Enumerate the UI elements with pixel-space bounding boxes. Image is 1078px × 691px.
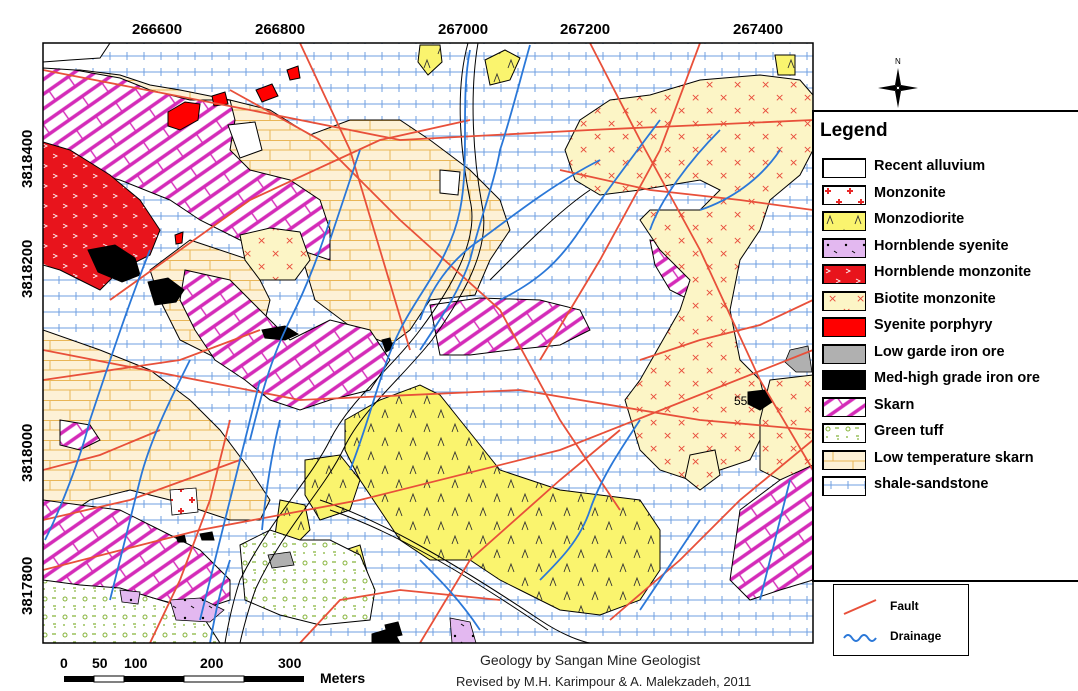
y-tick-label: 3818200: [19, 240, 36, 298]
y-tick-label: 3817800: [19, 557, 36, 615]
legend-swatch: [822, 423, 866, 443]
fault-line-icon: [843, 599, 877, 615]
legend-item: Recent alluvium: [822, 156, 1078, 180]
scale-tick-label: 300: [278, 655, 302, 671]
recent-alluvium-area: [43, 43, 461, 196]
skarn-area: [59, 419, 101, 451]
legend-item: Hornblende syenite: [822, 236, 1078, 260]
scale-tick-label: 200: [200, 655, 224, 671]
credit-line-2: Revised by M.H. Karimpour & A. Malekzade…: [456, 674, 752, 689]
legend-item: Hornblende monzonite: [822, 262, 1078, 286]
x-tick-label: 266800: [255, 21, 305, 38]
y-tick-label: 3818400: [19, 130, 36, 188]
legend-swatch: [822, 264, 866, 284]
legend-label: Med-high grade iron ore: [874, 370, 1040, 386]
legend-label: Recent alluvium: [874, 158, 986, 174]
legend-item: Med-high grade iron ore: [822, 368, 1078, 392]
legend-item-fault: Fault: [842, 597, 968, 619]
x-tick-label: 267400: [733, 21, 783, 38]
legend-label: Monzonite: [874, 184, 946, 201]
biotite-monzonite-area: [239, 227, 311, 281]
legend-swatch: [822, 184, 866, 205]
legend-label: Skarn: [874, 396, 915, 413]
y-axis-ticks: 3818400 3818200 3818000 3817800: [19, 130, 36, 615]
legend-item: Biotite monzonite: [822, 289, 1078, 313]
monzonite-area: [169, 487, 199, 516]
iron-ore-bodies: [87, 244, 773, 643]
legend-item: Green tuff: [822, 421, 1078, 445]
monzodiorite-area: [484, 49, 521, 86]
legend-item: Skarn: [822, 395, 1078, 419]
legend-swatch: [822, 370, 866, 390]
map-area: 55: [43, 43, 813, 643]
legend-item: Syenite porphyry: [822, 315, 1078, 339]
legend-swatch: [822, 290, 866, 311]
legend-label: Biotite monzonite: [874, 290, 996, 307]
legend-swatch: [822, 476, 866, 496]
hornblende-syenite-area: [119, 589, 477, 643]
legend-label: Low temperature skarn: [874, 449, 1034, 466]
syenite-porphyry-area: [167, 65, 301, 245]
north-label: N: [895, 57, 901, 66]
scale-tick-label: 50: [92, 655, 108, 671]
drainage-line-icon: [843, 634, 877, 642]
north-arrow-icon: N: [878, 57, 918, 108]
legend-label: shale-sandstone: [874, 476, 989, 492]
line-legend-panel: Fault Drainage: [833, 584, 969, 656]
legend-swatch: [822, 343, 866, 364]
legend-title: Legend: [820, 120, 888, 141]
faults: [43, 43, 813, 643]
drainage: [44, 44, 791, 643]
point-label: 55: [734, 394, 748, 408]
x-tick-label: 266600: [132, 21, 182, 38]
legend-label: Hornblende monzonite: [874, 264, 1032, 280]
legend-swatch: [822, 449, 866, 470]
y-tick-label: 3818000: [19, 424, 36, 482]
legend-swatch: [822, 317, 866, 337]
legend-label: Syenite porphyry: [874, 317, 993, 333]
legend-item: Monzodiorite: [822, 209, 1078, 233]
scale-tick-label: 100: [124, 655, 148, 671]
x-tick-label: 267200: [560, 21, 610, 38]
legend-item: Monzonite: [822, 183, 1078, 207]
green-tuff-area: [239, 529, 376, 626]
legend-label-fault: Fault: [890, 599, 919, 613]
monzodiorite-area: [417, 44, 443, 76]
x-tick-label: 267000: [438, 21, 488, 38]
legend-swatch: [822, 237, 866, 258]
legend-swatch: [822, 211, 866, 231]
credit-line-1: Geology by Sangan Mine Geologist: [480, 652, 701, 668]
legend-item: shale-sandstone: [822, 474, 1078, 498]
x-axis-ticks: 266600 266800 267000 267200 267400: [132, 21, 783, 38]
legend-label: Green tuff: [874, 423, 944, 439]
legend-swatch: [822, 396, 866, 417]
legend-label: Low garde iron ore: [874, 343, 1005, 360]
legend-label: Hornblende syenite: [874, 237, 1009, 254]
biotite-monzonite-area: [684, 449, 721, 491]
scale-bar: [64, 675, 304, 683]
legend-item: Low garde iron ore: [822, 342, 1078, 366]
scale-tick-label: 0: [60, 655, 68, 671]
scale-unit-label: Meters: [320, 670, 366, 686]
legend-swatch: [822, 158, 866, 178]
legend-label: Monzodiorite: [874, 211, 965, 227]
legend-item-drainage: Drainage: [842, 627, 968, 649]
monzodiorite-area: [774, 54, 796, 76]
legend-item: Low temperature skarn: [822, 448, 1078, 472]
legend-label-drainage: Drainage: [890, 629, 942, 643]
recent-alluvium-channels: [224, 43, 591, 643]
